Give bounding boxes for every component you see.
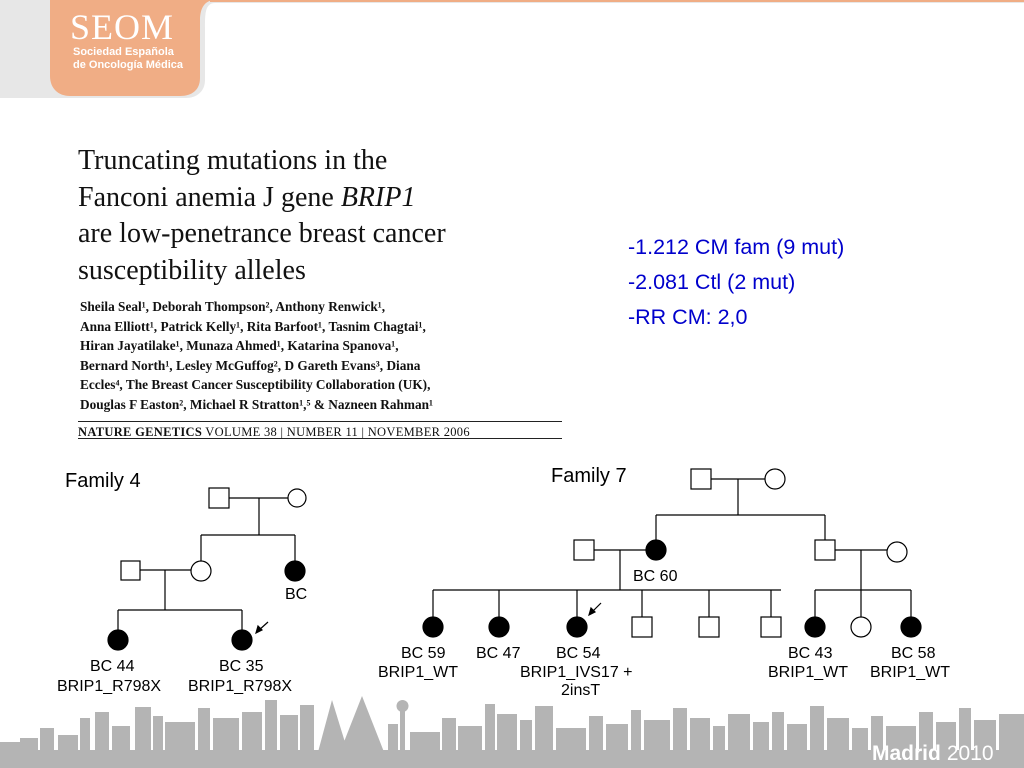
male-unaffected-symbol xyxy=(760,616,782,638)
family-4-label: BC xyxy=(285,586,307,603)
author-line: Bernard North¹, Lesley McGuffog², D Gare… xyxy=(80,357,421,373)
male-unaffected-symbol xyxy=(120,560,141,581)
family-7-pedigree: Family 7 xyxy=(378,465,950,699)
madrid-text: Madrid xyxy=(872,742,941,765)
female-unaffected-symbol xyxy=(764,468,786,490)
family-7-label: BC 58 xyxy=(891,645,936,662)
female-affected-symbol xyxy=(422,616,444,638)
family-4-label: BC 44 xyxy=(90,658,135,675)
family-4-label: BRIP1_R798X xyxy=(188,678,292,695)
author-line: Sheila Seal¹, Deborah Thompson², Anthony… xyxy=(80,299,386,314)
seom-logo-subtitle-2: de Oncología Médica xyxy=(73,59,184,71)
female-affected-symbol xyxy=(284,560,306,582)
paper-title: Truncating mutations in the Fanconi anem… xyxy=(78,143,562,289)
family-7-label: BRIP1_WT xyxy=(378,664,458,681)
journal-details: VOLUME 38 | NUMBER 11 | NOVEMBER 2006 xyxy=(202,425,470,439)
female-unaffected-symbol xyxy=(287,488,307,508)
family-7-label: BRIP1_IVS17 + xyxy=(520,664,633,681)
female-affected-symbol xyxy=(488,616,510,638)
family-7-label: BC 59 xyxy=(401,645,446,662)
family-7-title: Family 7 xyxy=(551,465,627,487)
male-unaffected-symbol xyxy=(631,616,653,638)
paper-excerpt: Truncating mutations in the Fanconi anem… xyxy=(78,140,562,440)
family-4-title: Family 4 xyxy=(65,470,141,492)
female-affected-symbol xyxy=(900,616,922,638)
paper-authors: Sheila Seal¹, Deborah Thompson², Anthony… xyxy=(80,297,433,415)
proband-arrow-icon xyxy=(255,624,264,635)
family-7-label: BC 43 xyxy=(788,645,833,662)
male-unaffected-symbol xyxy=(698,616,720,638)
author-line: Douglas F Easton², Michael R Stratton¹,⁵… xyxy=(80,396,434,412)
family-4-label: BRIP1_R798X xyxy=(57,678,161,695)
seom-logo-wordmark: SEOM xyxy=(70,7,175,47)
family-7-label: BC 60 xyxy=(633,568,678,585)
male-unaffected-symbol xyxy=(814,539,836,561)
family-4-label: BC 35 xyxy=(219,658,264,675)
paper-title-text: Fanconi anemia J gene xyxy=(78,181,341,213)
stat-line: -2.081 Ctl (2 mut) xyxy=(628,270,796,294)
stat-line: -1.212 CM fam (9 mut) xyxy=(628,235,845,259)
seom-logo-subtitle-1: Sociedad Española xyxy=(73,46,174,58)
male-unaffected-symbol xyxy=(208,487,230,509)
family-7-label: BRIP1_WT xyxy=(768,664,848,681)
female-unaffected-symbol xyxy=(886,541,908,563)
family-4-pedigree: Family 4 xyxy=(57,470,307,695)
madrid-skyline xyxy=(0,696,1024,768)
male-unaffected-symbol xyxy=(573,539,595,561)
journal-name: NATURE GENETICS xyxy=(78,425,203,439)
header-band xyxy=(0,0,1024,98)
female-unaffected-symbol xyxy=(850,616,872,638)
paper-title-line: Fanconi anemia J gene BRIP1 xyxy=(78,180,562,217)
paper-title-gene: BRIP1 xyxy=(340,181,416,213)
proband-affected-symbol xyxy=(231,629,253,651)
year-text: 2010 xyxy=(946,742,994,765)
stat-line: -RR CM: 2,0 xyxy=(628,305,748,329)
author-line: Eccles⁴, The Breast Cancer Susceptibilit… xyxy=(80,377,431,393)
proband-affected-symbol xyxy=(566,616,588,638)
family-7-label: BC 54 xyxy=(556,645,601,662)
female-affected-symbol xyxy=(107,629,129,651)
risk-stats: -1.212 CM fam (9 mut) -2.081 Ctl (2 mut)… xyxy=(628,230,844,335)
female-unaffected-symbol xyxy=(190,560,212,582)
family-7-label: BRIP1_WT xyxy=(870,664,950,681)
family-7-label: BC 47 xyxy=(476,645,521,662)
journal-rule xyxy=(78,421,562,422)
seom-logo-tab xyxy=(50,0,215,96)
pedigree-diagrams: Family 4 xyxy=(57,465,950,699)
paper-title-line: susceptibility alleles xyxy=(78,254,306,286)
male-unaffected-symbol xyxy=(690,468,712,490)
journal-rule xyxy=(78,438,562,439)
paper-title-line: are low-penetrance breast cancer xyxy=(78,218,446,249)
journal-citation: NATURE GENETICS VOLUME 38 | NUMBER 11 | … xyxy=(78,425,470,440)
author-line: Hiran Jayatilake¹, Munaza Ahmed¹, Katari… xyxy=(80,338,399,354)
proband-arrow-icon xyxy=(588,606,597,617)
family-7-label: 2insT xyxy=(561,682,600,699)
paper-title-line: Truncating mutations in the xyxy=(78,145,388,176)
female-affected-symbol xyxy=(804,616,826,638)
female-affected-symbol xyxy=(645,539,667,561)
author-line: Anna Elliott¹, Patrick Kelly¹, Rita Barf… xyxy=(80,318,426,334)
